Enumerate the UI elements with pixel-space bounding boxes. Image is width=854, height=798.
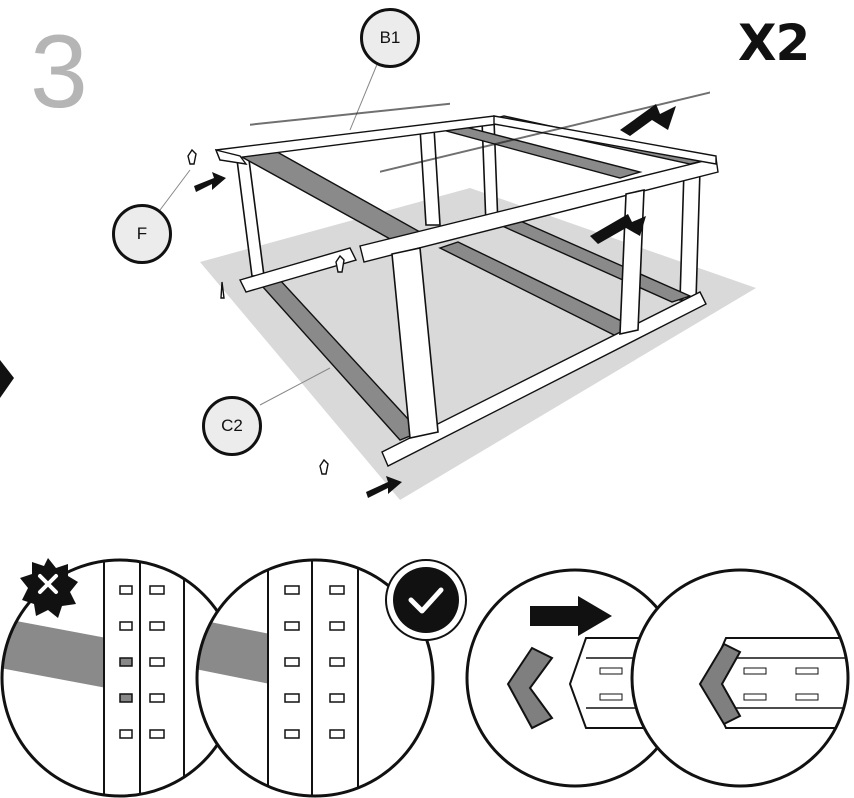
- direction-arrow-icon: [194, 172, 226, 192]
- end-cap: [698, 642, 742, 726]
- direction-arrow-icon: [620, 104, 676, 136]
- direction-arrow-icon: [366, 476, 402, 498]
- top-rail: [493, 115, 717, 165]
- check-icon: [385, 559, 467, 641]
- clip-part-f: [187, 148, 197, 165]
- top-rail: [214, 148, 248, 165]
- clip-part-f: [319, 458, 329, 475]
- end-cap-after-detail: [632, 570, 848, 786]
- cross-icon: [20, 558, 78, 618]
- floor-shadow: [200, 188, 756, 500]
- shelf-assembly-illustration: [0, 61, 756, 500]
- upright-post: [679, 169, 701, 301]
- upright-post: [391, 247, 439, 439]
- arrow-right-icon: [530, 596, 612, 636]
- detail-panels: [0, 558, 850, 798]
- direction-arrow-icon: [590, 214, 646, 244]
- bottom-rail: [381, 291, 707, 467]
- callout-c2: C2: [202, 396, 262, 456]
- edge-arrow-icon: [0, 360, 14, 398]
- end-cap: [506, 646, 554, 730]
- top-shelf-beam: [238, 147, 422, 241]
- step-number: 3: [30, 14, 88, 130]
- callout-b1: B1: [360, 8, 420, 68]
- quantity-label: X2: [738, 14, 810, 72]
- clip-part-f: [335, 254, 345, 273]
- bottom-rail: [238, 247, 358, 293]
- clip-part-f: [220, 281, 225, 299]
- top-rail: [359, 157, 719, 263]
- callout-f: F: [112, 204, 172, 264]
